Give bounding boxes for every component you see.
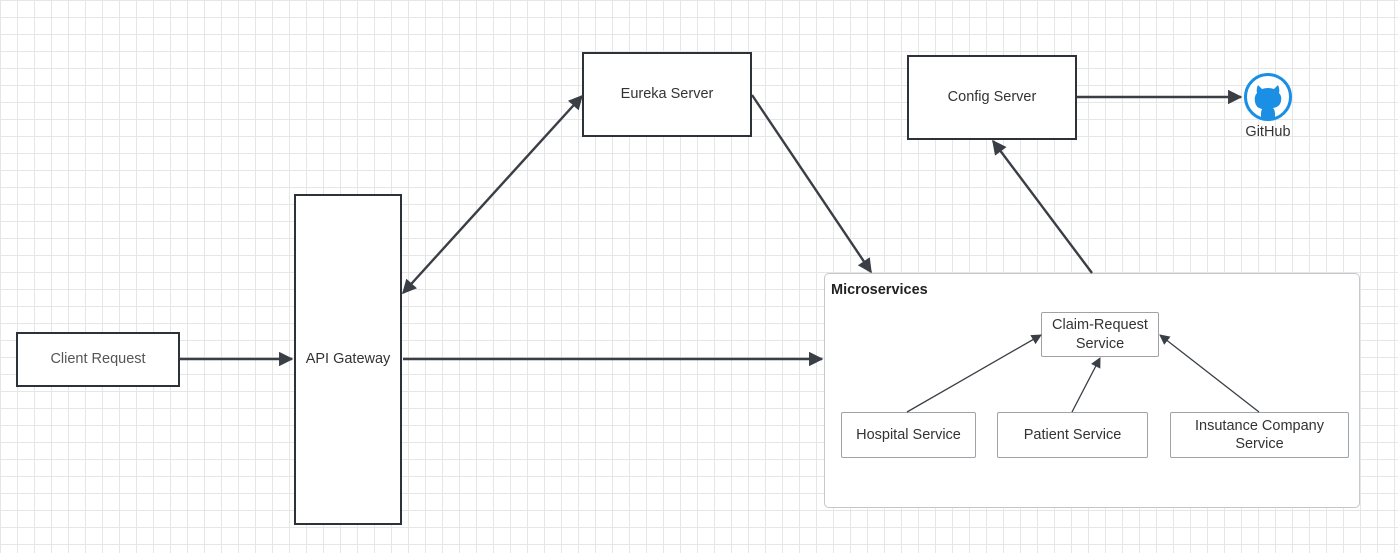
hospital-service-node[interactable]: Hospital Service xyxy=(841,412,976,458)
edge-gateway-eureka xyxy=(402,94,583,295)
api-gateway-label: API Gateway xyxy=(305,351,391,368)
eureka-server-label: Eureka Server xyxy=(620,86,714,103)
patient-service-label: Patient Service xyxy=(1023,426,1122,443)
edge-microservices-to-config xyxy=(992,139,1093,274)
hospital-service-label: Hospital Service xyxy=(856,426,961,443)
insurance-company-service-label: Insutance Company Service xyxy=(1195,417,1324,452)
client-request-label: Client Request xyxy=(50,351,146,368)
github-icon[interactable] xyxy=(1243,72,1293,122)
github-label: GitHub xyxy=(1245,124,1291,140)
api-gateway-node[interactable]: API Gateway xyxy=(294,194,402,525)
microservices-title: Microservices xyxy=(831,282,928,298)
microservices-container[interactable]: Microservices xyxy=(824,273,1360,508)
claim-request-service-label: Claim-Request Service xyxy=(1052,317,1148,352)
claim-request-service-node[interactable]: Claim-Request Service xyxy=(1041,312,1159,357)
patient-service-node[interactable]: Patient Service xyxy=(997,412,1148,458)
insurance-company-service-node[interactable]: Insutance Company Service xyxy=(1170,412,1349,458)
config-server-node[interactable]: Config Server xyxy=(907,55,1077,140)
github-icon-octocat xyxy=(1254,85,1282,118)
eureka-server-node[interactable]: Eureka Server xyxy=(582,52,752,137)
edge-eureka-to-microservices xyxy=(751,94,872,274)
config-server-label: Config Server xyxy=(947,89,1037,106)
client-request-node[interactable]: Client Request xyxy=(16,332,180,387)
